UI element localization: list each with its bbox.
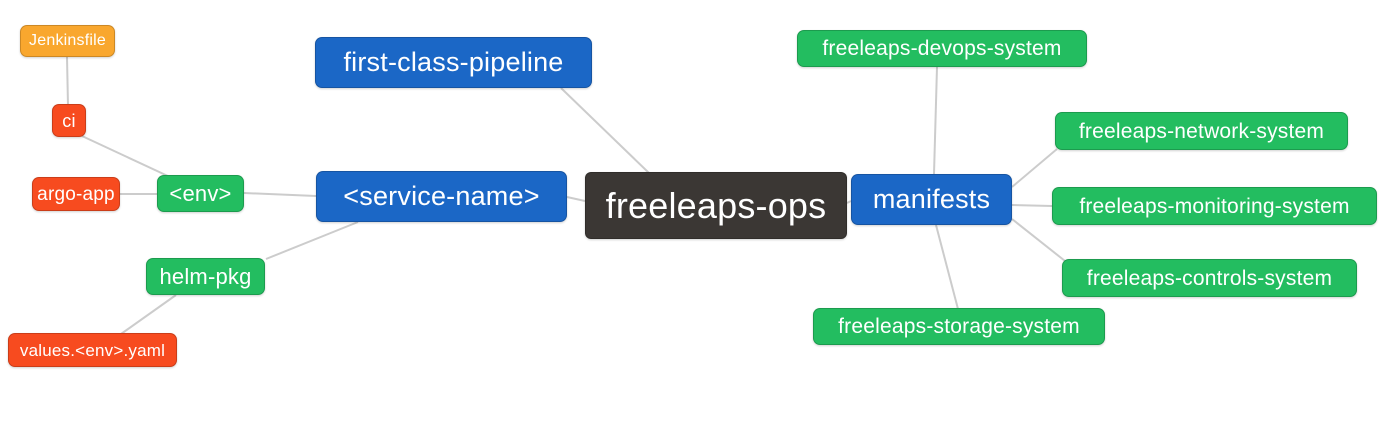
- node-manifests[interactable]: manifests: [851, 174, 1012, 225]
- node-freeleaps-devops-system[interactable]: freeleaps-devops-system: [797, 30, 1087, 67]
- edge-root-manifests: [846, 200, 852, 204]
- edge-jenkinsfile-ci: [66, 56, 69, 107]
- edge-manifests-monitoring: [1011, 204, 1053, 207]
- edge-pipeline-root: [560, 87, 650, 174]
- edge-service-name-root: [566, 196, 586, 202]
- edge-manifests-network: [1011, 148, 1058, 188]
- node-freeleaps-storage-system[interactable]: freeleaps-storage-system: [813, 308, 1105, 345]
- node-freeleaps-ops[interactable]: freeleaps-ops: [585, 172, 847, 239]
- node-jenkinsfile[interactable]: Jenkinsfile: [20, 25, 115, 57]
- node-service-name[interactable]: <service-name>: [316, 171, 567, 222]
- node-freeleaps-network-system[interactable]: freeleaps-network-system: [1055, 112, 1348, 150]
- edge-service-name-helm-pkg: [265, 221, 359, 260]
- edge-manifests-storage: [935, 224, 959, 310]
- node-first-class-pipeline[interactable]: first-class-pipeline: [315, 37, 592, 88]
- node-helm-pkg[interactable]: helm-pkg: [146, 258, 265, 295]
- edge-helm-pkg-values: [120, 294, 177, 335]
- node-freeleaps-controls-system[interactable]: freeleaps-controls-system: [1062, 259, 1357, 297]
- edge-env-service-name: [243, 192, 317, 197]
- edge-manifests-controls: [1011, 218, 1066, 262]
- node-argo-app[interactable]: argo-app: [32, 177, 120, 211]
- node-env[interactable]: <env>: [157, 175, 244, 212]
- node-ci[interactable]: ci: [52, 104, 86, 137]
- edge-ci-env: [81, 135, 171, 178]
- edge-manifests-devops: [933, 66, 938, 175]
- node-values-env-yaml[interactable]: values.<env>.yaml: [8, 333, 177, 367]
- node-freeleaps-monitoring-system[interactable]: freeleaps-monitoring-system: [1052, 187, 1377, 225]
